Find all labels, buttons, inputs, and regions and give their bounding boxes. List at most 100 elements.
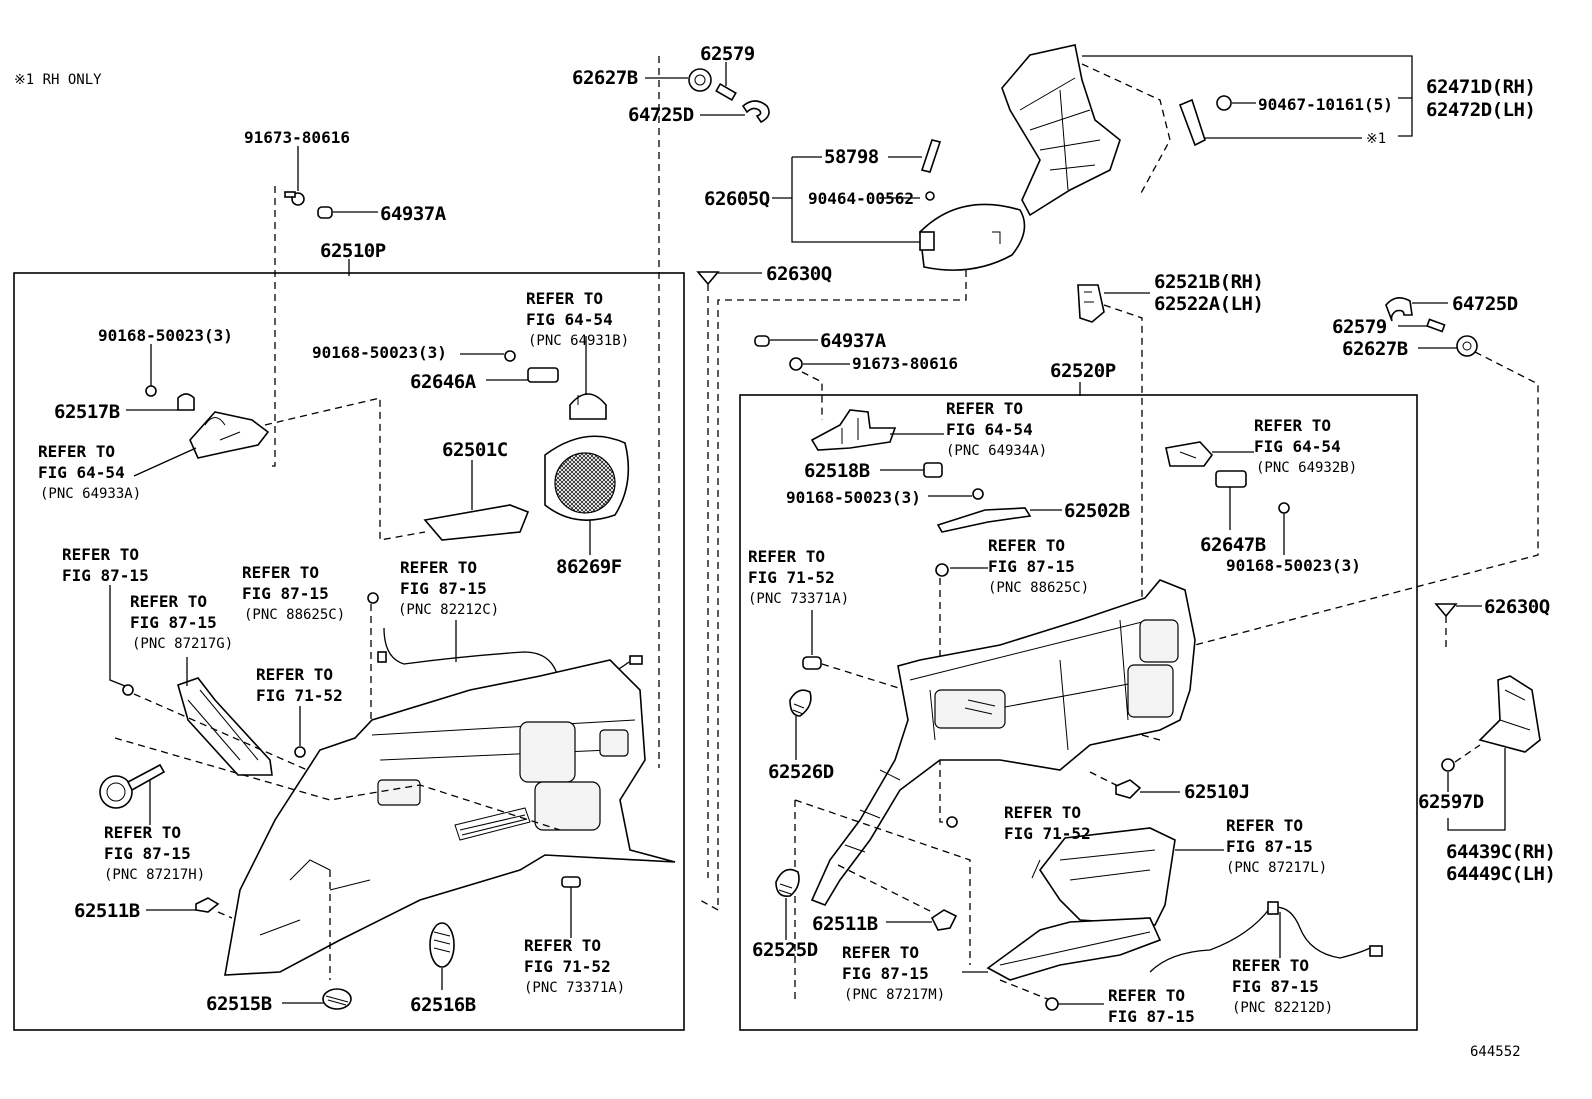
ref-88625C-left-l1: REFER TO: [242, 563, 319, 582]
rh-only-note: ※1 RH ONLY: [14, 72, 102, 88]
label-62630Q-mid: 62630Q: [766, 263, 832, 285]
wire-harness-82212D: [1149, 901, 1383, 973]
pillar-trim-62471D: [1001, 44, 1121, 217]
label-62579-top: 62579: [700, 43, 755, 65]
clip-73371A-left: [561, 876, 581, 888]
label-86269F: 86269F: [556, 556, 622, 578]
outlet-87217H: [99, 763, 166, 809]
right-assembly-frame: [739, 394, 1418, 1031]
label-62510P: 62510P: [320, 240, 386, 262]
ref-87217M-l1: REFER TO: [842, 943, 919, 962]
label-64439C: 64439C(RH): [1446, 841, 1555, 863]
clip-62630Q-right: [1434, 603, 1458, 618]
clip-62511B-right: [930, 909, 958, 931]
ref-88625C-right-l3: (PNC 88625C): [988, 580, 1089, 596]
ref-73371A-right-l1: REFER TO: [748, 547, 825, 566]
ref-82212C-l2: FIG 87-15: [400, 579, 487, 598]
ref-87217L-l1: REFER TO: [1226, 816, 1303, 835]
label-62502B: 62502B: [1064, 500, 1130, 522]
strap-58798: [920, 139, 942, 173]
label-62511B-right: 62511B: [812, 913, 878, 935]
ref-88625C-left-l2: FIG 87-15: [242, 584, 329, 603]
bracket-64931B: [569, 393, 607, 420]
label-62517B: 62517B: [54, 401, 120, 423]
ref-7152-right-l1: REFER TO: [1004, 803, 1081, 822]
label-90168-mid: 90168-50023(3): [312, 343, 447, 362]
screw-62579-right: [1426, 318, 1446, 333]
ref-73371A-left-l1: REFER TO: [524, 936, 601, 955]
label-62579-right: 62579: [1332, 316, 1387, 338]
label-62627B-right: 62627B: [1342, 338, 1408, 360]
quarter-trim-62520P: [810, 579, 1196, 906]
label-90168-r2: 90168-50023(3): [1226, 556, 1361, 575]
ref-73371A-left-l2: FIG 71-52: [524, 957, 611, 976]
ref-64932B-l1: REFER TO: [1254, 416, 1331, 435]
label-62521B: 62521B(RH): [1154, 271, 1263, 293]
label-62511B-left: 62511B: [74, 900, 140, 922]
ref-64931B-l1: REFER TO: [526, 289, 603, 308]
clip-64937A-left: [317, 206, 333, 219]
grille-62516B: [429, 922, 455, 968]
label-62515B: 62515B: [206, 993, 272, 1015]
clip-7152-left: [294, 746, 306, 758]
ref-64934A-l3: (PNC 64934A): [946, 443, 1047, 459]
screw-90168-r1: [972, 488, 984, 500]
nut-62597D: [1441, 758, 1455, 772]
ref-64931B-l2: FIG 64-54: [526, 310, 613, 329]
ref-82212D-l2: FIG 87-15: [1232, 977, 1319, 996]
ref-87217M-l3: (PNC 87217M): [844, 987, 945, 1003]
ref-7152-left-l1: REFER TO: [256, 665, 333, 684]
pad-62646A: [527, 367, 559, 383]
ref-87217H-l3: (PNC 87217H): [104, 867, 205, 883]
ref-87217G-l2: FIG 87-15: [130, 613, 217, 632]
pad-62518B: [923, 462, 943, 478]
label-91673-mid: 91673-80616: [852, 354, 958, 373]
label-62627B-top: 62627B: [572, 67, 638, 89]
label-62471D: 62471D(RH): [1426, 76, 1535, 98]
label-62516B: 62516B: [410, 994, 476, 1016]
hook-64725D-top: [741, 100, 770, 124]
label-64449C: 64449C(LH): [1446, 863, 1555, 885]
screw-91673-mid: [789, 357, 803, 371]
bracket-64933A: [189, 411, 270, 459]
screw-90464: [925, 191, 935, 201]
ref-8715-b-l2: FIG 87-15: [1108, 1007, 1195, 1026]
ref-7152-left-l2: FIG 71-52: [256, 686, 343, 705]
clip-1RH: [1178, 98, 1206, 147]
ref-64932B-l3: (PNC 64932B): [1256, 460, 1357, 476]
screw-8715-b: [1045, 997, 1059, 1011]
bracket-62521B: [1077, 284, 1105, 323]
ref-73371A-left-l3: (PNC 73371A): [524, 980, 625, 996]
label-64725D-right: 64725D: [1452, 293, 1518, 315]
label-91673-left: 91673-80616: [244, 128, 350, 147]
screw-90168-mid: [504, 350, 516, 362]
screw-90467: [1216, 95, 1232, 111]
label-62526D: 62526D: [768, 761, 834, 783]
clip-64937A-mid: [754, 335, 770, 347]
lid-62605Q: [919, 203, 1026, 271]
label-64725D-top: 64725D: [628, 104, 694, 126]
trim-62502B: [936, 507, 1032, 533]
label-62522A: 62522A(LH): [1154, 293, 1263, 315]
duct-87217L: [1031, 827, 1176, 926]
ref-8715-a-l2: FIG 87-15: [62, 566, 149, 585]
grille-62526D: [789, 689, 812, 717]
grille-86269F: [544, 435, 630, 521]
clip-62511B-left: [195, 897, 220, 913]
ref-64933A-l3: (PNC 64933A): [40, 486, 141, 502]
label-62510J: 62510J: [1184, 781, 1250, 803]
label-90168-r1: 90168-50023(3): [786, 488, 921, 507]
pad-62517B: [177, 393, 195, 411]
label-58798: 58798: [824, 146, 879, 168]
clip-7152-right: [946, 816, 958, 828]
clip-8715-a: [122, 684, 134, 696]
ref-64933A-l1: REFER TO: [38, 442, 115, 461]
label-62501C: 62501C: [442, 439, 508, 461]
grille-62525D: [775, 868, 800, 898]
screw-90168-r2: [1278, 502, 1290, 514]
hook-64725D-right: [1385, 297, 1413, 322]
label-62518B: 62518B: [804, 460, 870, 482]
clip-62630Q-mid: [696, 271, 720, 286]
label-90168-left: 90168-50023(3): [98, 326, 233, 345]
label-62646A: 62646A: [410, 371, 477, 393]
